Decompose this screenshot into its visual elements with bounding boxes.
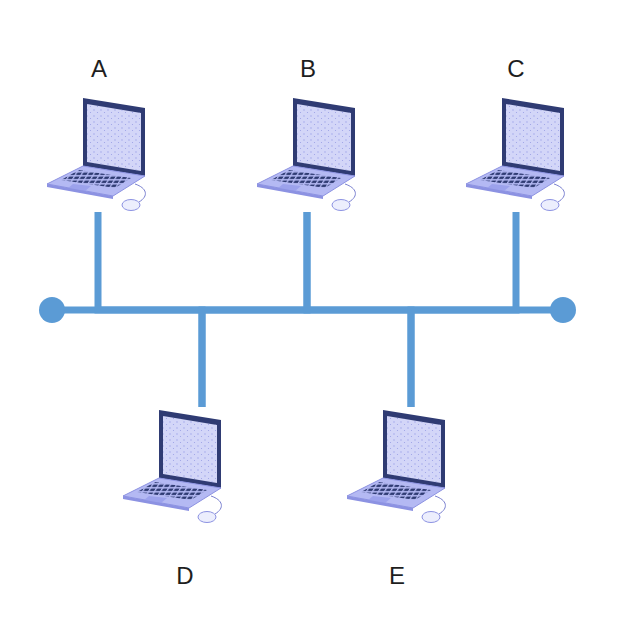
laptop-icon	[466, 98, 564, 211]
connector-line	[202, 212, 307, 407]
bus-drop-connector	[307, 212, 411, 407]
laptop-icon	[257, 98, 355, 211]
bus-drop-connector	[202, 212, 307, 407]
computer-node: A	[45, 55, 153, 212]
terminator	[39, 297, 65, 323]
connector-line	[98, 212, 202, 407]
laptop-icon	[47, 98, 145, 211]
computer-label: B	[254, 55, 362, 83]
computer-node: E	[343, 407, 451, 590]
bus-drop-connector	[98, 212, 202, 407]
computer-label: A	[45, 55, 153, 83]
connector-line	[411, 212, 516, 407]
computer-label: D	[131, 562, 239, 590]
computer-node: D	[131, 407, 239, 590]
connector-line	[307, 212, 411, 407]
terminator	[550, 297, 576, 323]
laptop-icon	[123, 410, 221, 523]
computer-node: C	[462, 55, 570, 212]
computer-node: B	[254, 55, 362, 212]
computer-label: E	[343, 562, 451, 590]
laptop-icon	[347, 410, 445, 523]
computer-label: C	[462, 55, 570, 83]
bus-drop-connector	[411, 212, 516, 407]
